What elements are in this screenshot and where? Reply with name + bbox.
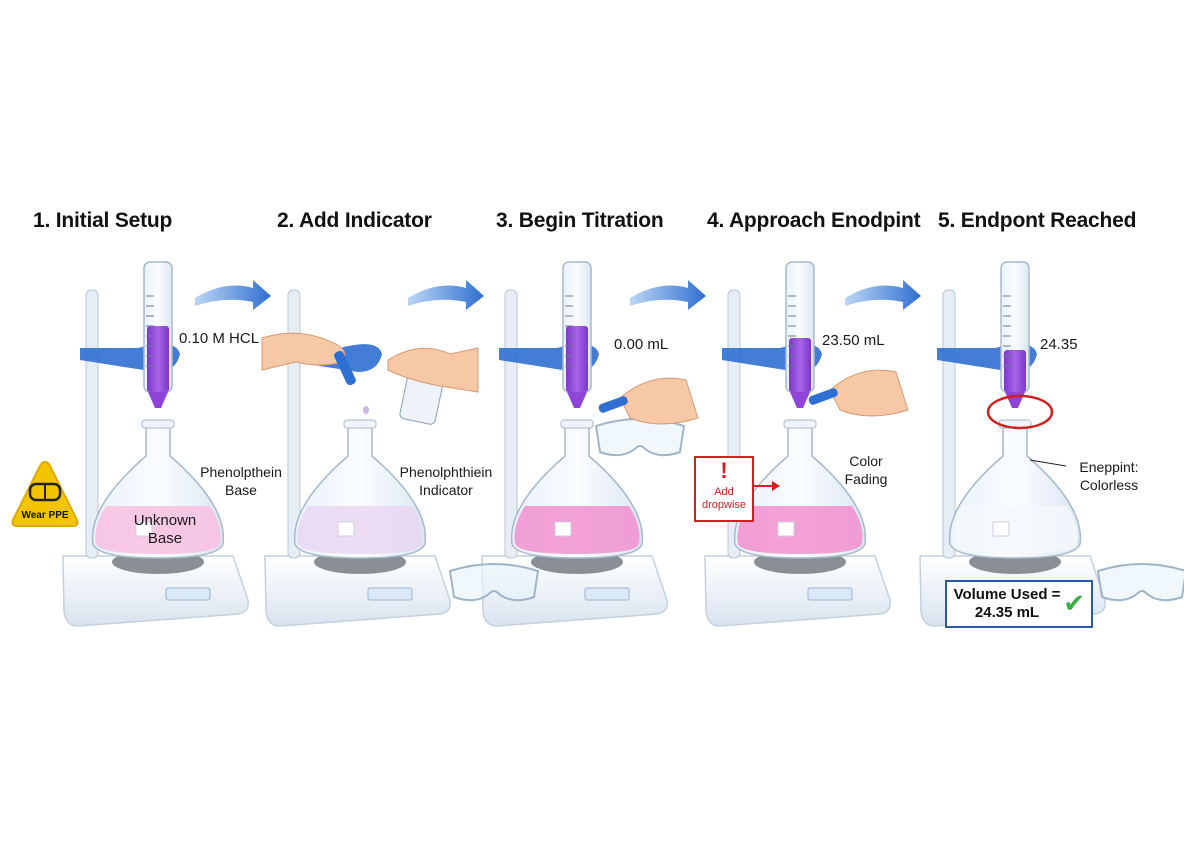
step-arrow-shape (408, 280, 484, 310)
s3-burette-label: 0.00 mL (614, 336, 669, 353)
arrow-right-icon (408, 280, 484, 310)
s5-flask-side-label: Eneppint: Colorless (1079, 459, 1139, 493)
check-icon: ✔ (1063, 588, 1085, 618)
titrant-liquid (566, 326, 588, 392)
s1-burette-label: 0.10 M HCL (179, 330, 260, 347)
burette-tip (1005, 392, 1025, 408)
goggles-icon (1096, 563, 1184, 602)
control-panel (165, 587, 211, 601)
flask-solution (952, 506, 1078, 554)
dropper-icon (598, 396, 628, 413)
s1-flask-inner-label: Unknown Base (133, 512, 197, 547)
goggles-icon (448, 563, 540, 602)
control-panel (807, 587, 853, 601)
flask-rim (141, 419, 175, 429)
titrant-liquid (789, 338, 811, 392)
flask-label-sticker (554, 521, 572, 537)
step-3-title: 3. Begin Titration (496, 209, 664, 232)
hand-shape (619, 377, 699, 425)
hand-icon (598, 377, 699, 425)
titrant-liquid (147, 326, 169, 392)
flask-label-sticker (777, 521, 795, 537)
hand-icon (387, 347, 479, 393)
flask-rim (783, 419, 817, 429)
s4-burette-label: 23.50 mL (822, 332, 885, 349)
indicator-tools (261, 332, 479, 425)
flask-solution (514, 506, 640, 554)
step-2-title: 2. Add Indicator (277, 209, 432, 232)
titrant-liquid (1004, 350, 1026, 392)
step-5-title: 5. Endpont Reached (938, 209, 1137, 232)
arrow-right-icon (845, 280, 921, 310)
control-panel (367, 587, 413, 601)
step-4-title: 4. Approach Enodpint (707, 209, 921, 232)
step-arrow-shape (630, 280, 706, 310)
goggles-frame (1096, 563, 1184, 602)
flask-label-sticker (992, 521, 1010, 537)
station-3 (481, 261, 669, 627)
control-panel (584, 587, 630, 601)
flask-solution (737, 506, 863, 554)
flask-label-sticker (337, 521, 355, 537)
arrow-right-icon (630, 280, 706, 310)
burette-tip (148, 392, 168, 408)
flask-solution (297, 506, 423, 554)
s2-flask-side-label: Phenolphthiein Indicator (399, 464, 493, 498)
warning-goggles-icon: Wear PPE (10, 458, 80, 534)
endpoint-highlight-circle (986, 394, 1054, 430)
s1-flask-side-label: Phenolpthein Base (200, 464, 282, 498)
ppe-label: Wear PPE (21, 510, 69, 521)
add-dropwise-label: Add dropwise (701, 486, 747, 511)
goggles-frame (448, 563, 540, 602)
volume-used-label: Volume Used = 24.35 mL (953, 586, 1061, 621)
flask-rim (343, 419, 377, 429)
hand-icon (808, 369, 909, 417)
dropwise-pointer-head (772, 481, 780, 491)
callout-line (1029, 459, 1067, 467)
flask-rim (560, 419, 594, 429)
burette-tip (790, 392, 810, 408)
s5-burette-label: 24.35 (1040, 336, 1078, 353)
step-1-title: 1. Initial Setup (33, 209, 173, 232)
alert-mark: ! (720, 458, 728, 483)
add-dropwise-callout: ! Add dropwise (694, 456, 754, 522)
station-4 (704, 261, 892, 627)
goggles-icon (594, 418, 686, 457)
burette-tip (567, 392, 587, 408)
station-1 (62, 261, 250, 627)
arrow-right-icon (195, 280, 271, 310)
indicator-drop (363, 406, 369, 414)
step-arrow-shape (195, 280, 271, 310)
hand-icon (261, 332, 346, 371)
dropper-icon (808, 388, 838, 405)
station-5 (919, 261, 1107, 627)
flask-label-sticker (135, 521, 153, 537)
s4-flask-side-label: Color Fading (844, 453, 888, 487)
hand-shape (829, 369, 909, 417)
step-arrow-shape (845, 280, 921, 310)
volume-used-box: Volume Used = 24.35 mL ✔ (945, 580, 1093, 628)
stand-base (704, 555, 892, 627)
dropper-icon (334, 350, 356, 386)
goggles-frame (594, 418, 686, 457)
stand-base (62, 555, 250, 627)
flask-solution (95, 506, 221, 554)
stand-base (264, 555, 452, 627)
